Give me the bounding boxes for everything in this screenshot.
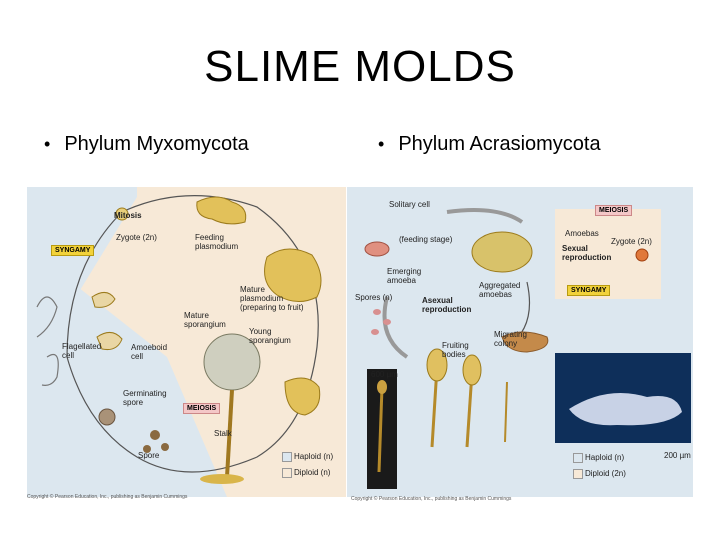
label-germinating-spore: Germinating spore bbox=[123, 389, 167, 407]
zygote bbox=[115, 207, 129, 221]
label-flagellated-cell: Flagellated cell bbox=[62, 342, 102, 360]
young-sporangium bbox=[284, 377, 321, 416]
sporangium-stalk bbox=[225, 389, 234, 478]
label-fruiting-bodies: Fruiting bodies bbox=[442, 341, 469, 359]
spore bbox=[373, 309, 381, 315]
spore bbox=[143, 445, 151, 453]
left-figure-credit: Copyright © Pearson Education, Inc., pub… bbox=[27, 494, 188, 500]
label-emerging-amoeba: Emerging amoeba bbox=[387, 267, 422, 285]
bullet-dot: • bbox=[44, 134, 51, 154]
flagellated-cell bbox=[41, 353, 59, 386]
solitary-cell bbox=[364, 241, 390, 257]
cycle-arrow bbox=[66, 195, 319, 473]
myxomycota-diagram bbox=[27, 187, 346, 497]
cycle-arrow bbox=[446, 208, 524, 224]
photo-left-stalk bbox=[377, 386, 384, 473]
bullet-myxomycota: • Phylum Myxomycota bbox=[44, 133, 249, 156]
legend-diploid-swatch bbox=[282, 468, 292, 478]
feeding-plasmodium bbox=[196, 196, 247, 225]
germinating-spore bbox=[98, 408, 116, 426]
bullet-dot: • bbox=[378, 134, 385, 154]
fruiting-body-stalk bbox=[504, 381, 508, 443]
label-mitosis: Mitosis bbox=[114, 211, 142, 220]
label-young-sporangium: Young sporangium bbox=[249, 327, 291, 345]
label-feeding-stage: (feeding stage) bbox=[399, 235, 453, 244]
label-meiosis: MEIOSIS bbox=[595, 205, 633, 216]
legend-haploid-swatch bbox=[282, 452, 292, 462]
legend-haploid-swatch bbox=[573, 453, 583, 463]
bullet-myxomycota-text: Phylum Myxomycota bbox=[64, 133, 249, 155]
label-sexual-reproduction: Sexual reproduction bbox=[562, 244, 612, 262]
fruiting-body bbox=[462, 354, 482, 386]
acrasiomycota-lifecycle-figure: Solitary cell (feeding stage) MEIOSIS Am… bbox=[347, 187, 693, 505]
spore bbox=[161, 443, 169, 451]
sporangium-base bbox=[200, 474, 244, 484]
spore bbox=[371, 329, 379, 335]
mature-plasmodium bbox=[264, 248, 322, 302]
photo-left-head bbox=[377, 380, 387, 394]
label-mature-plasmodium: Mature plasmodium (preparing to fruit) bbox=[240, 285, 304, 312]
photo-right-slug bbox=[569, 393, 682, 426]
legend-diploid: Diploid (2n) bbox=[585, 469, 626, 478]
label-amoeboid-cell: Amoeboid cell bbox=[131, 343, 168, 361]
label-migrating-colony: Migrating colony bbox=[494, 330, 527, 348]
label-scale-600: 600 µm bbox=[371, 370, 398, 379]
spore bbox=[150, 430, 160, 440]
flagellated-cell bbox=[36, 296, 58, 338]
amoeboid-cell bbox=[96, 332, 123, 350]
cycle-arrow bbox=[382, 296, 409, 359]
label-asexual-reproduction: Asexual reproduction bbox=[422, 296, 472, 314]
label-solitary-cell: Solitary cell bbox=[389, 200, 430, 209]
zygote bbox=[635, 248, 649, 262]
label-zygote: Zygote (2n) bbox=[116, 233, 157, 242]
bullet-acrasiomycota-text: Phylum Acrasiomycota bbox=[398, 133, 601, 155]
label-aggregated-amoebas: Aggregated amoebas bbox=[479, 281, 521, 299]
label-scale-200: 200 µm bbox=[664, 451, 691, 460]
label-spore: Spore bbox=[138, 451, 160, 460]
label-spores: Spores (n) bbox=[355, 293, 393, 302]
background-haploid-lower bbox=[27, 247, 227, 497]
fruiting-body bbox=[426, 348, 448, 382]
label-amoebas: Amoebas bbox=[565, 229, 599, 238]
label-syngamy: SYNGAMY bbox=[51, 245, 95, 256]
label-mature-sporangium: Mature sporangium bbox=[184, 311, 226, 329]
label-meiosis: MEIOSIS bbox=[183, 403, 221, 414]
label-zygote: Zygote (2n) bbox=[611, 237, 652, 246]
legend-diploid-swatch bbox=[573, 469, 583, 479]
slide-title: SLIME MOLDS bbox=[204, 42, 516, 91]
bullet-acrasiomycota: • Phylum Acrasiomycota bbox=[378, 133, 601, 156]
spore bbox=[383, 319, 391, 325]
migrating-colony bbox=[501, 331, 549, 353]
legend-haploid: Haploid (n) bbox=[585, 453, 625, 462]
acrasiomycota-diagram bbox=[347, 187, 693, 497]
label-syngamy: SYNGAMY bbox=[567, 285, 611, 296]
myxomycota-lifecycle-figure: Mitosis Zygote (2n) SYNGAMY Feeding plas… bbox=[27, 187, 346, 505]
aggregated-amoebas bbox=[471, 231, 533, 273]
label-feeding-plasmodium: Feeding plasmodium bbox=[195, 233, 239, 251]
right-figure-credit: Copyright © Pearson Education, Inc., pub… bbox=[351, 496, 512, 502]
legend-diploid: Diploid (n) bbox=[294, 468, 331, 477]
label-stalk: Stalk bbox=[214, 429, 232, 438]
legend-haploid: Haploid (n) bbox=[294, 452, 334, 461]
amoeboid-cell bbox=[91, 292, 116, 308]
